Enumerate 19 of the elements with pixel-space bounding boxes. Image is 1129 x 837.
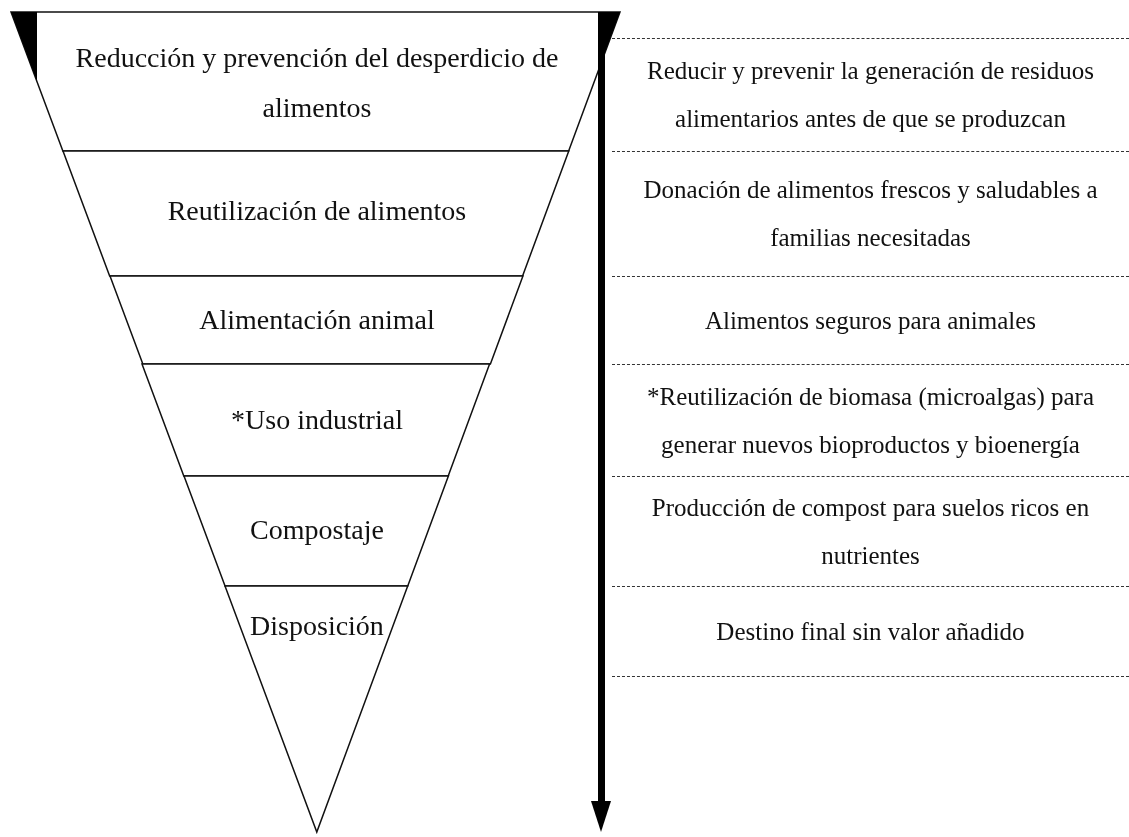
band-label: Reducción y prevención del desperdicio de alimentos	[74, 41, 560, 125]
band-label: Compostaje	[250, 513, 384, 547]
funnel-band	[142, 364, 490, 476]
band-label: Disposición	[250, 609, 384, 643]
description-text: *Reutilización de biomasa (microalgas) para generar nuevos bioproductos y bioenergía	[645, 381, 1095, 460]
band-label: Reutilización de alimentos	[167, 194, 467, 228]
band-label: Alimentación animal	[199, 303, 435, 337]
description-text: Donación de alimentos frescos y saludables a familias necesitadas	[642, 175, 1099, 253]
description-text: Producción de compost para suelos ricos en nutrientes	[650, 492, 1091, 571]
band-label: *Uso industrial	[231, 403, 403, 437]
funnel-band	[62, 151, 569, 276]
funnel-band	[109, 276, 523, 364]
funnel-band	[225, 586, 408, 832]
description-text: Reducir y prevenir la generación de residuos alimentarios antes de que se produzcan	[645, 56, 1095, 134]
description-text: Alimentos seguros para animales	[704, 305, 1037, 336]
description-text: Destino final sin valor añadido	[716, 616, 1025, 647]
funnel-band	[11, 12, 620, 151]
funnel-band	[184, 476, 449, 586]
description-row	[612, 586, 1129, 677]
